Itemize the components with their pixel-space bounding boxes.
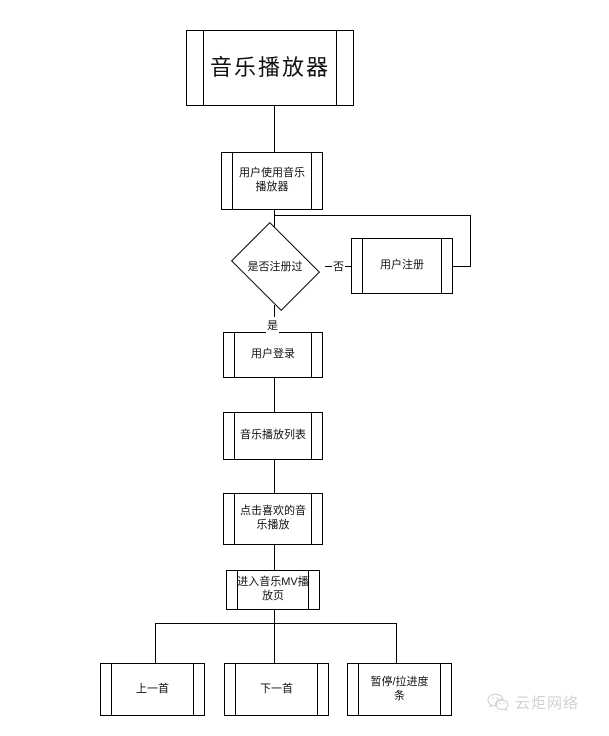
connector-register-loop-left [274, 215, 471, 216]
connector-bus-to-next [274, 623, 275, 663]
flow-node-label: 用户注册 [380, 259, 424, 272]
flow-node-label: 用户使用音乐 播放器 [239, 167, 305, 193]
wechat-icon [487, 693, 509, 712]
flow-node-registered-decision[interactable]: 是否注册过 [225, 221, 325, 311]
flow-node-label: 上一首 [136, 682, 169, 695]
watermark: 云炬网络 [487, 692, 579, 713]
flow-node-music-player[interactable]: 音乐播放器 [186, 30, 354, 106]
flow-node-pause-seek[interactable]: 暂停/拉进度 条 [347, 663, 452, 716]
edge-label-no: 否 [332, 258, 345, 274]
connector-login-to-playlist [274, 378, 275, 412]
flow-node-user-uses-player[interactable]: 用户使用音乐 播放器 [221, 152, 323, 210]
connector-use-to-decision [274, 210, 275, 230]
watermark-label: 云炬网络 [515, 695, 580, 712]
connector-controls-bus [155, 623, 397, 624]
flow-node-label: 下一首 [260, 682, 293, 695]
connector-mvpage-down [274, 610, 275, 623]
flow-node-label: 音乐播放器 [209, 55, 330, 81]
flow-node-label: 用户登录 [251, 348, 295, 361]
flow-node-label: 音乐播放列表 [240, 429, 306, 442]
connector-playlist-to-clickplay [274, 460, 275, 493]
flow-node-enter-mv-page[interactable]: 进入音乐MV播 放页 [226, 570, 320, 610]
connector-bus-to-pause [396, 623, 397, 663]
edge-label-yes: 是 [266, 317, 279, 333]
connector-start-to-use [274, 106, 275, 152]
flow-node-click-favourite-music[interactable]: 点击喜欢的音 乐播放 [223, 493, 323, 545]
flow-node-previous-track[interactable]: 上一首 [100, 663, 205, 716]
flow-node-label: 是否注册过 [247, 261, 303, 273]
flow-node-label: 暂停/拉进度 条 [370, 675, 429, 702]
connector-register-loop-right [453, 266, 471, 267]
flow-node-next-track[interactable]: 下一首 [224, 663, 329, 716]
flow-node-user-register[interactable]: 用户注册 [351, 238, 453, 294]
connector-register-loop-up [470, 215, 471, 267]
flow-node-label: 进入音乐MV播 放页 [237, 576, 309, 602]
connector-clickplay-to-mvpage [274, 545, 275, 570]
flow-node-music-playlist[interactable]: 音乐播放列表 [223, 412, 323, 460]
connector-bus-to-prev [155, 623, 156, 663]
flow-node-user-login[interactable]: 用户登录 [223, 332, 323, 378]
flow-node-label: 点击喜欢的音 乐播放 [240, 505, 306, 531]
